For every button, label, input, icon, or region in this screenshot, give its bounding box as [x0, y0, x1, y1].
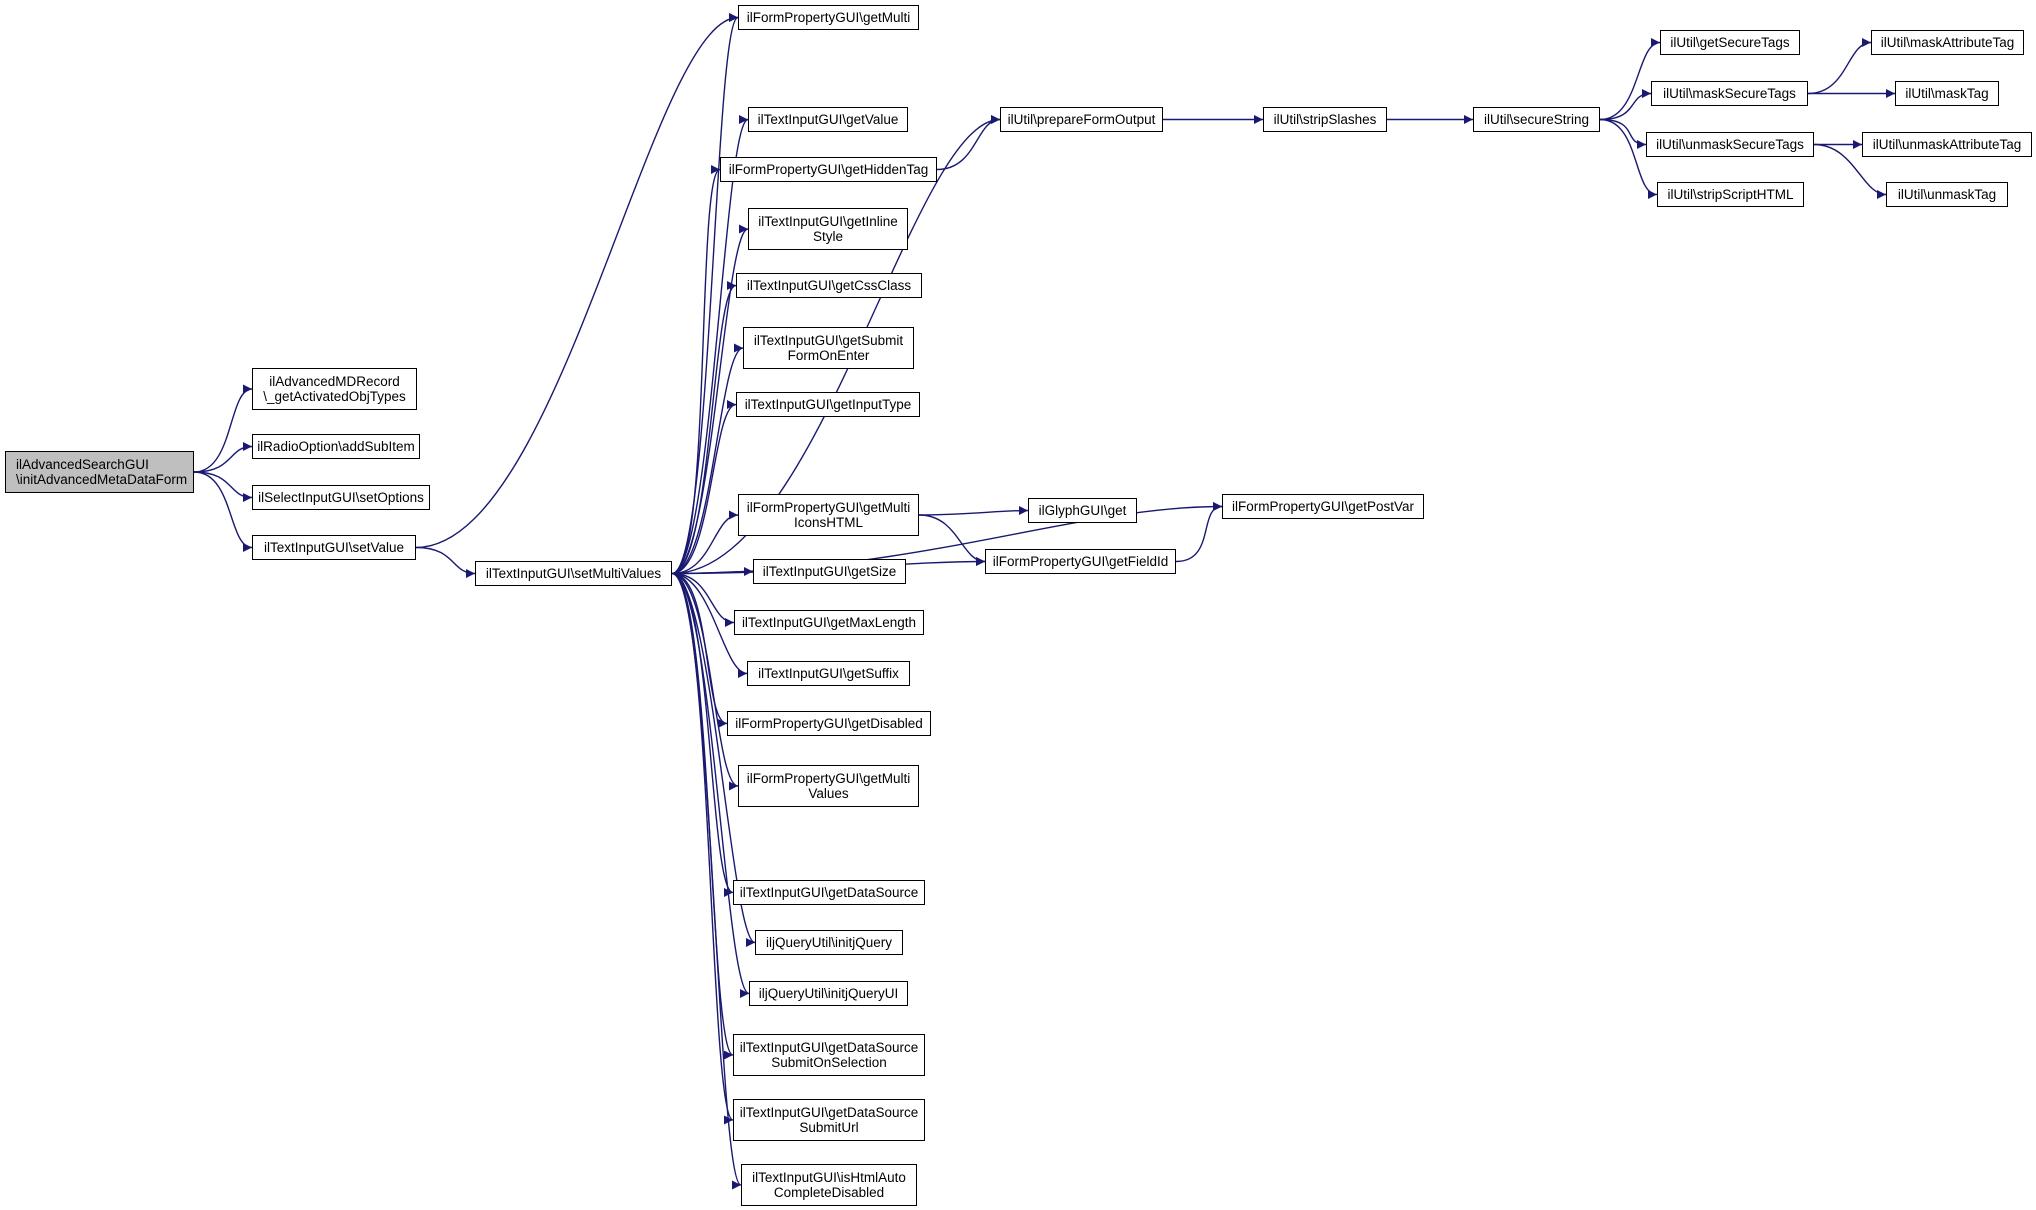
- node-getInputType[interactable]: ilTextInputGUI\getInputType: [736, 392, 920, 417]
- node-getDataSource[interactable]: ilTextInputGUI\getDataSource: [733, 880, 925, 905]
- node-initjQuery[interactable]: iljQueryUtil\initjQuery: [755, 930, 903, 955]
- node-addSubItem[interactable]: ilRadioOption\addSubItem: [252, 434, 420, 459]
- edge-setMultiValues-to-getDataSourceSubmitOnSelection: [671, 572, 734, 1060]
- node-getMaxLength[interactable]: ilTextInputGUI\getMaxLength: [734, 610, 924, 635]
- node-getSecureTags[interactable]: ilUtil\getSecureTags: [1660, 30, 1800, 55]
- edge-root-to-setValue: [193, 471, 253, 552]
- node-root-initAdvancedMetaDataForm[interactable]: ilAdvancedSearchGUI \initAdvancedMetaDat…: [5, 451, 194, 493]
- node-prepareFormOutput[interactable]: ilUtil\prepareFormOutput: [1000, 107, 1163, 132]
- edge-setMultiValues-to-initjQuery: [671, 572, 756, 947]
- edge-secureString-to-unmaskSecureTags: [1599, 118, 1647, 149]
- node-maskSecureTags[interactable]: ilUtil\maskSecureTags: [1651, 81, 1808, 106]
- node-isHtmlAutoCompleteDisabled[interactable]: ilTextInputGUI\isHtmlAuto CompleteDisabl…: [741, 1164, 917, 1206]
- node-getSize[interactable]: ilTextInputGUI\getSize: [753, 559, 906, 584]
- node-unmaskTag[interactable]: ilUtil\unmaskTag: [1886, 182, 2008, 207]
- node-setOptions[interactable]: ilSelectInputGUI\setOptions: [252, 485, 430, 510]
- node-getValue[interactable]: ilTextInputGUI\getValue: [748, 107, 908, 132]
- edge-secureString-to-stripScriptHTML: [1599, 118, 1658, 199]
- node-setValue[interactable]: ilTextInputGUI\setValue: [252, 535, 416, 560]
- edge-getMultiIconsHTML-to-glyphGet: [918, 506, 1029, 516]
- node-getHiddenTag[interactable]: ilFormPropertyGUI\getHiddenTag: [720, 157, 937, 182]
- node-unmaskAttributeTag[interactable]: ilUtil\unmaskAttributeTag: [1862, 132, 2032, 157]
- edge-setMultiValues-to-isHtmlAutoCompleteDisabled: [671, 572, 742, 1190]
- edge-setMultiValues-to-getValue: [671, 115, 749, 575]
- edge-setMultiValues-to-getSubmitFormOnEnter: [671, 343, 744, 575]
- edge-root-to-addSubItem: [193, 442, 253, 473]
- edge-setMultiValues-to-getCssClass: [671, 281, 737, 575]
- edge-getHiddenTag-to-prepareFormOutput: [936, 115, 1001, 171]
- edge-setMultiValues-to-getMultiValues: [671, 572, 739, 791]
- node-getDisabled[interactable]: ilFormPropertyGUI\getDisabled: [727, 711, 931, 736]
- edge-root-to-setOptions: [193, 471, 253, 502]
- node-getSuffix[interactable]: ilTextInputGUI\getSuffix: [747, 661, 910, 686]
- node-getMultiIconsHTML[interactable]: ilFormPropertyGUI\getMulti IconsHTML: [738, 494, 919, 536]
- node-initjQueryUI[interactable]: iljQueryUtil\initjQueryUI: [749, 981, 908, 1006]
- node-getDataSourceSubmitUrl[interactable]: ilTextInputGUI\getDataSource SubmitUrl: [733, 1099, 925, 1141]
- edge-setMultiValues-to-getSuffix: [671, 572, 748, 678]
- edge-setMultiValues-to-getMultiIconsHTML: [671, 510, 739, 575]
- edge-getFieldId-to-getPostVar: [1175, 502, 1223, 563]
- edge-unmaskSecureTags-to-unmaskTag: [1813, 143, 1887, 199]
- node-glyphGet[interactable]: ilGlyphGUI\get: [1028, 498, 1137, 523]
- node-getSubmitFormOnEnter[interactable]: ilTextInputGUI\getSubmit FormOnEnter: [743, 327, 914, 369]
- edge-root-to-getActivatedObjTypes: [193, 384, 253, 473]
- edge-secureString-to-maskSecureTags: [1599, 89, 1652, 121]
- node-getActivatedObjTypes[interactable]: ilAdvancedMDRecord \_getActivatedObjType…: [252, 368, 417, 410]
- edge-setMultiValues-to-getHiddenTag: [671, 165, 721, 575]
- node-maskTag[interactable]: ilUtil\maskTag: [1895, 81, 1999, 106]
- node-getInlineStyle[interactable]: ilTextInputGUI\getInline Style: [748, 208, 908, 250]
- edge-setMultiValues-to-initjQueryUI: [671, 572, 750, 998]
- node-secureString[interactable]: ilUtil\secureString: [1473, 107, 1600, 132]
- edge-setValue-to-setMultiValues: [415, 546, 476, 578]
- edge-getMultiIconsHTML-to-getFieldId: [918, 514, 986, 566]
- node-stripSlashes[interactable]: ilUtil\stripSlashes: [1263, 107, 1387, 132]
- node-getFieldId[interactable]: ilFormPropertyGUI\getFieldId: [985, 549, 1176, 574]
- node-getCssClass[interactable]: ilTextInputGUI\getCssClass: [736, 273, 922, 298]
- edge-secureString-to-getSecureTags: [1599, 38, 1661, 121]
- node-getMultiValues[interactable]: ilFormPropertyGUI\getMulti Values: [738, 765, 919, 807]
- edge-setMultiValues-to-getMulti: [671, 13, 739, 575]
- node-maskAttributeTag[interactable]: ilUtil\maskAttributeTag: [1871, 30, 2024, 55]
- node-getDataSourceSubmitOnSelection[interactable]: ilTextInputGUI\getDataSource SubmitOnSel…: [733, 1034, 925, 1076]
- node-setMultiValues[interactable]: ilTextInputGUI\setMultiValues: [475, 561, 672, 586]
- edge-maskSecureTags-to-maskAttributeTag: [1807, 38, 1872, 95]
- node-unmaskSecureTags[interactable]: ilUtil\unmaskSecureTags: [1646, 132, 1814, 157]
- node-getPostVar[interactable]: ilFormPropertyGUI\getPostVar: [1222, 494, 1424, 519]
- node-getMulti[interactable]: ilFormPropertyGUI\getMulti: [738, 5, 919, 30]
- edge-setMultiValues-to-getInputType: [671, 400, 737, 575]
- node-stripScriptHTML[interactable]: ilUtil\stripScriptHTML: [1657, 182, 1804, 207]
- edge-setMultiValues-to-getMaxLength: [671, 572, 735, 627]
- edge-setValue-to-getMulti: [415, 13, 739, 549]
